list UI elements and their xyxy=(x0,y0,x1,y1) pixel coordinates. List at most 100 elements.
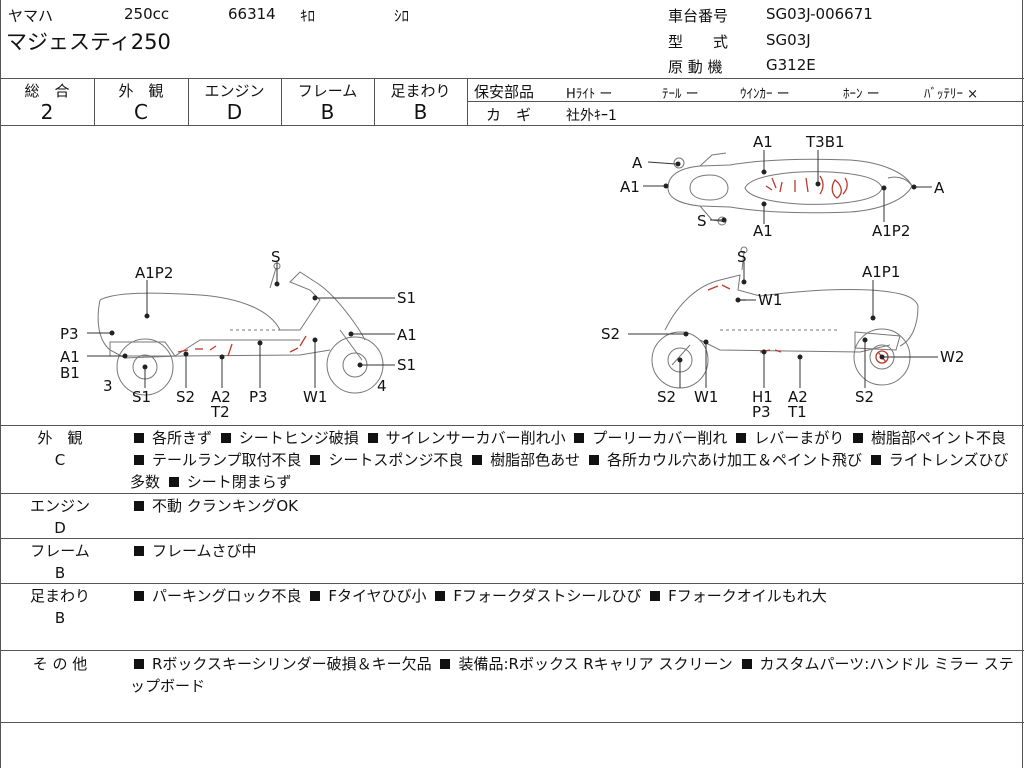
safety-battery: ﾊﾞｯﾃﾘｰ × xyxy=(924,87,979,102)
grade-engine-label: エンジン xyxy=(204,82,265,100)
list-item: 不動 クランキングOK xyxy=(130,497,298,515)
section-exterior-body: 各所きず シートヒンジ破損 サイレンサーカバー削れ小 プーリーカバー削れ レバー… xyxy=(130,427,1018,493)
section-engine-body: 不動 クランキングOK xyxy=(130,495,1018,517)
left-label-a1-1: A1 xyxy=(397,326,417,344)
top-label-a-2: A xyxy=(934,179,945,197)
key-value: 社外ｷｰ1 xyxy=(566,108,617,124)
grade-total-label: 総 合 xyxy=(24,82,70,100)
right-label-a1p1: A1P1 xyxy=(862,263,900,281)
list-item: Fフォークダストシールひび xyxy=(431,587,641,605)
left-label-a1p2: A1P2 xyxy=(135,264,173,282)
grade-total-value: 2 xyxy=(40,100,54,124)
scooter-left-view xyxy=(97,262,384,396)
right-leaders xyxy=(628,262,938,388)
list-item: カスタムパーツ:ハンドル ミラー ステップボード xyxy=(130,655,1014,695)
left-label-s1-3: S1 xyxy=(132,388,151,406)
grade-frame-value: B xyxy=(320,100,335,124)
left-label-3: 3 xyxy=(103,377,113,395)
left-dots xyxy=(109,281,363,370)
model-name: マジェスティ250 xyxy=(6,30,171,54)
list-item: シート閉まらず xyxy=(165,473,292,491)
right-label-h1: H1 xyxy=(752,388,773,406)
safety-label: 保安部品 xyxy=(474,83,535,101)
right-label-s2-3: S2 xyxy=(855,388,874,406)
safety-horn: ﾎｰﾝ ー xyxy=(843,87,880,102)
right-label-w1-1: W1 xyxy=(758,291,782,309)
list-item: パーキングロック不良 xyxy=(130,587,302,605)
list-item: Fタイヤひび小 xyxy=(306,587,427,605)
grade-suspension-value: B xyxy=(413,100,428,124)
list-item: 装備品:Rボックス Rキャリア スクリーン xyxy=(436,655,733,673)
damage-diagram: A A1 S A1 T3B1 A A1 A1P2 xyxy=(60,133,964,421)
top-label-a1p2: A1P2 xyxy=(872,222,910,240)
section-engine-label: エンジン D xyxy=(29,497,90,537)
left-label-w1: W1 xyxy=(303,388,327,406)
list-item: サイレンサーカバー削れ小 xyxy=(364,429,566,447)
grade-frame-label: フレーム xyxy=(297,82,358,100)
type: SG03J xyxy=(766,31,811,49)
key-label: カ ギ xyxy=(486,106,532,124)
engine-label: 原 動 機 xyxy=(668,58,723,76)
safety-headlight: Hﾗｲﾄ ー xyxy=(566,87,613,102)
list-item: Rボックスキーシリンダー破損＆キー欠品 xyxy=(130,655,432,673)
right-label-w1-2: W1 xyxy=(694,388,718,406)
left-label-p3-1: P3 xyxy=(60,325,79,343)
right-label-w2: W2 xyxy=(940,348,964,366)
left-label-s: S xyxy=(271,248,281,266)
engine: G312E xyxy=(766,56,816,74)
safety-winker: ｳｲﾝｶｰ ー xyxy=(740,87,790,102)
list-item: フレームさび中 xyxy=(130,542,257,560)
left-label-s1-1: S1 xyxy=(397,289,416,307)
right-label-p3: P3 xyxy=(752,403,771,421)
mileage: 66314 xyxy=(228,5,276,23)
left-label-s2: S2 xyxy=(176,388,195,406)
top-label-a-1: A xyxy=(632,154,643,172)
list-item: プーリーカバー削れ xyxy=(570,429,727,447)
mileage-unit: ｷﾛ xyxy=(300,7,316,25)
top-label-s: S xyxy=(697,212,707,230)
top-label-a1-1: A1 xyxy=(620,178,640,196)
displacement: 250cc xyxy=(124,5,170,23)
list-item: 各所カウル穴あけ加工＆ペイント飛び xyxy=(585,451,862,469)
list-item: Fフォークオイルもれ大 xyxy=(646,587,827,605)
left-label-a1-2: A1 xyxy=(60,348,80,366)
frame-no-label: 車台番号 xyxy=(668,7,729,25)
list-item: シートスポンジ不良 xyxy=(306,451,463,469)
right-labels: S A1P1 W1 S2 W2 S2 W1 H1 P3 A2 T1 S2 xyxy=(601,248,964,421)
list-item: 樹脂部色あせ xyxy=(468,451,580,469)
section-suspension-body: パーキングロック不良 Fタイヤひび小 Fフォークダストシールひび Fフォークオイ… xyxy=(130,585,1018,607)
list-item: ライトレンズひび多数 xyxy=(130,451,1009,491)
maker: ヤマハ xyxy=(8,7,54,25)
list-item: テールランプ取付不良 xyxy=(130,451,302,469)
top-dots xyxy=(663,161,917,223)
left-label-a2: A2 xyxy=(211,388,231,406)
section-other-body: Rボックスキーシリンダー破損＆キー欠品 装備品:Rボックス Rキャリア スクリー… xyxy=(130,653,1018,697)
left-label-s1-2: S1 xyxy=(397,356,416,374)
top-label-a1-3: A1 xyxy=(753,222,773,240)
top-label-t3b1: T3B1 xyxy=(805,133,845,151)
right-dots xyxy=(677,279,885,363)
list-item: 樹脂部ペイント不良 xyxy=(849,429,1006,447)
list-item: シートヒンジ破損 xyxy=(217,429,359,447)
left-label-b1: B1 xyxy=(60,364,80,382)
top-label-a1-2: A1 xyxy=(753,133,773,151)
color: ｼﾛ xyxy=(394,7,410,25)
list-item: 各所きず xyxy=(130,429,212,447)
left-label-4: 4 xyxy=(377,377,387,395)
section-other-label: そ の 他 xyxy=(32,655,88,673)
safety-taillight: ﾃｰﾙ ー xyxy=(662,87,699,102)
grade-suspension-label: 足まわり xyxy=(390,82,451,100)
right-label-s: S xyxy=(737,248,747,266)
grade-exterior-value: C xyxy=(134,100,148,124)
right-label-s2-1: S2 xyxy=(601,325,620,343)
left-damage-marks xyxy=(177,335,307,357)
type-label: 型 式 xyxy=(668,33,729,51)
top-damage-marks xyxy=(765,175,848,199)
section-suspension-label: 足まわり B xyxy=(29,587,90,627)
grade-exterior-label: 外 観 xyxy=(118,82,164,100)
section-frame-body: フレームさび中 xyxy=(130,540,1018,562)
section-exterior-label: 外 観 C xyxy=(37,429,83,469)
top-labels: A A1 S A1 T3B1 A A1 A1P2 xyxy=(620,133,945,240)
section-frame-label: フレーム B xyxy=(30,542,90,582)
grade-engine-value: D xyxy=(226,100,243,124)
